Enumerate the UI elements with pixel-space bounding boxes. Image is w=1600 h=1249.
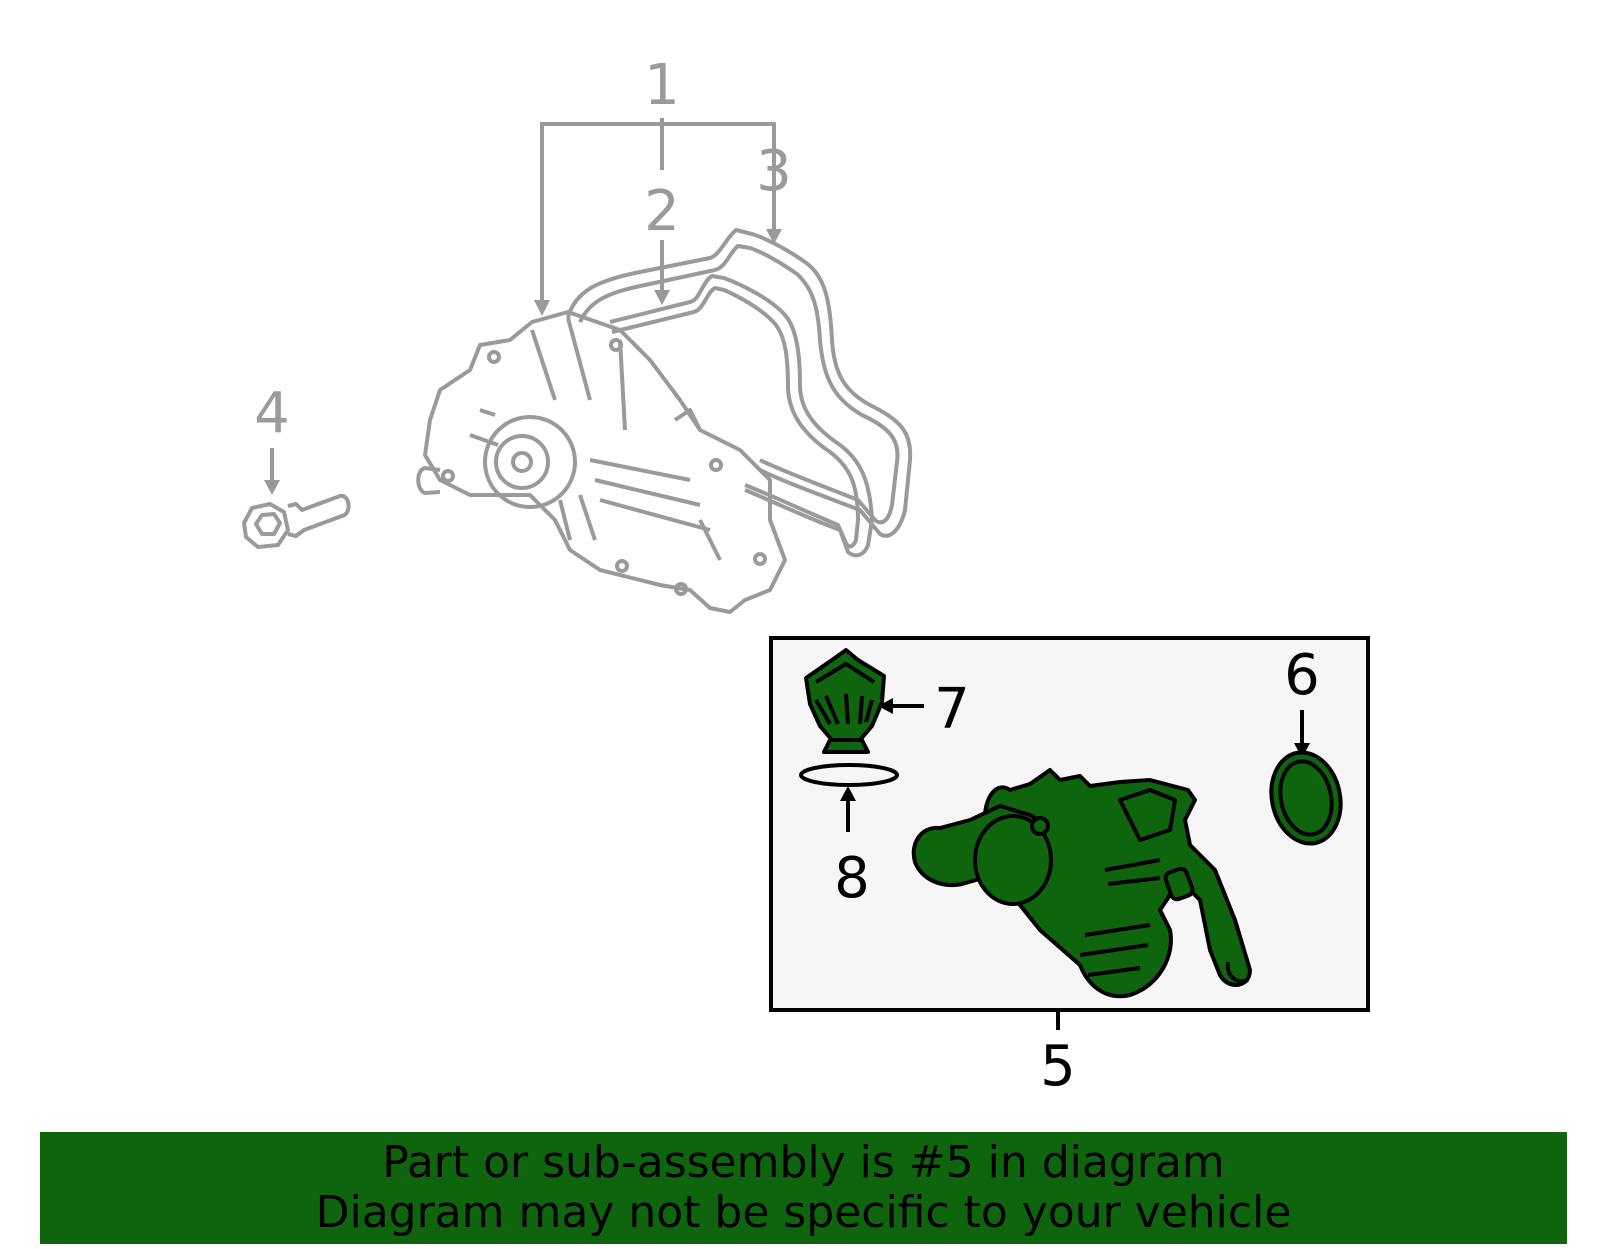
callout-8: 8	[834, 846, 870, 911]
callout-2: 2	[644, 179, 680, 244]
info-banner: Part or sub-assembly is #5 in diagram Di…	[40, 1132, 1567, 1244]
callout-6: 6	[1284, 643, 1320, 708]
seal-icon	[1269, 750, 1343, 846]
callout-3: 3	[756, 139, 792, 204]
thermostat-icon	[804, 648, 886, 754]
water-pump-gasket-icon	[609, 274, 874, 558]
bolt-icon	[242, 493, 351, 549]
gasket-icon	[566, 228, 913, 538]
thermostat-housing-icon	[911, 768, 1252, 999]
callout-5: 5	[1040, 1034, 1076, 1099]
callout-1: 1	[644, 53, 680, 118]
water-pump-icon	[416, 310, 787, 614]
callout-4: 4	[254, 381, 290, 446]
o-ring-icon	[799, 763, 899, 787]
banner-line-2: Diagram may not be specific to your vehi…	[315, 1187, 1292, 1238]
callout-7: 7	[934, 677, 970, 742]
banner-line-1: Part or sub-assembly is #5 in diagram	[382, 1137, 1225, 1188]
